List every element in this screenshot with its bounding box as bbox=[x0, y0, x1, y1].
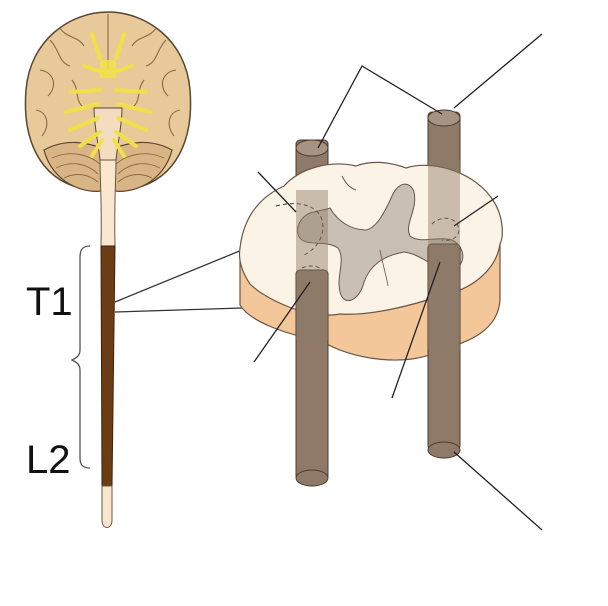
cord-cross-section bbox=[239, 162, 502, 360]
segment-bracket bbox=[72, 246, 90, 468]
zoom-lines bbox=[115, 250, 242, 312]
segment-label-l2: L2 bbox=[26, 440, 71, 480]
thoracolumbar-segment bbox=[101, 246, 115, 486]
segment-label-t1: T1 bbox=[26, 282, 73, 322]
spinal-cord bbox=[100, 160, 116, 528]
